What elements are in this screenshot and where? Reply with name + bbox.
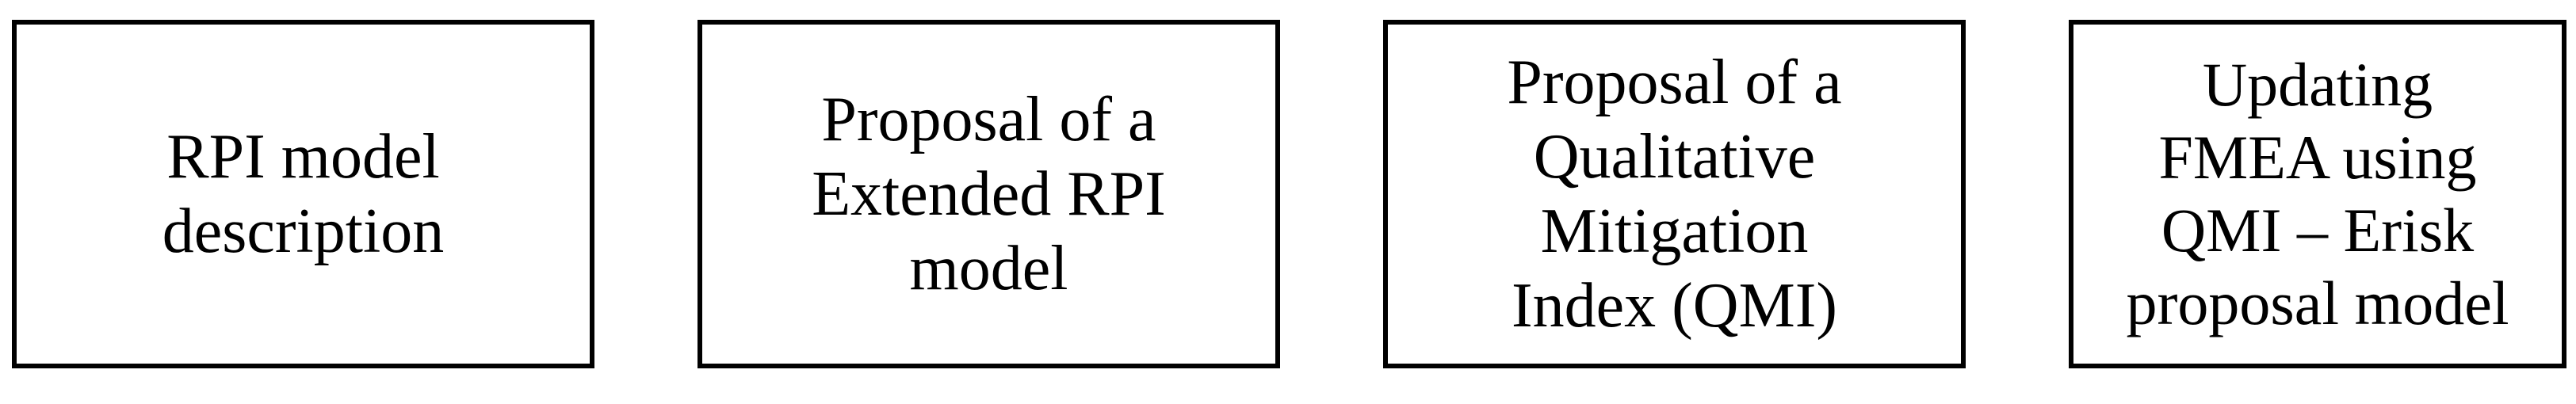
step-label-1: RPI model description — [162, 122, 445, 266]
step-box-rpi-model-description: RPI model description — [12, 20, 594, 368]
step-label-3: Proposal of a Qualitative Mitigation Ind… — [1507, 48, 1842, 341]
step-label-2: Proposal of a Extended RPI model — [812, 85, 1166, 303]
step-label-4: Updating FMEA using QMI – Erisk proposal… — [2126, 50, 2509, 337]
step-box-qualitative-mitigation-index: Proposal of a Qualitative Mitigation Ind… — [1383, 20, 1966, 368]
step-box-updating-fmea: Updating FMEA using QMI – Erisk proposal… — [2069, 20, 2566, 368]
step-box-extended-rpi-model: Proposal of a Extended RPI model — [698, 20, 1280, 368]
